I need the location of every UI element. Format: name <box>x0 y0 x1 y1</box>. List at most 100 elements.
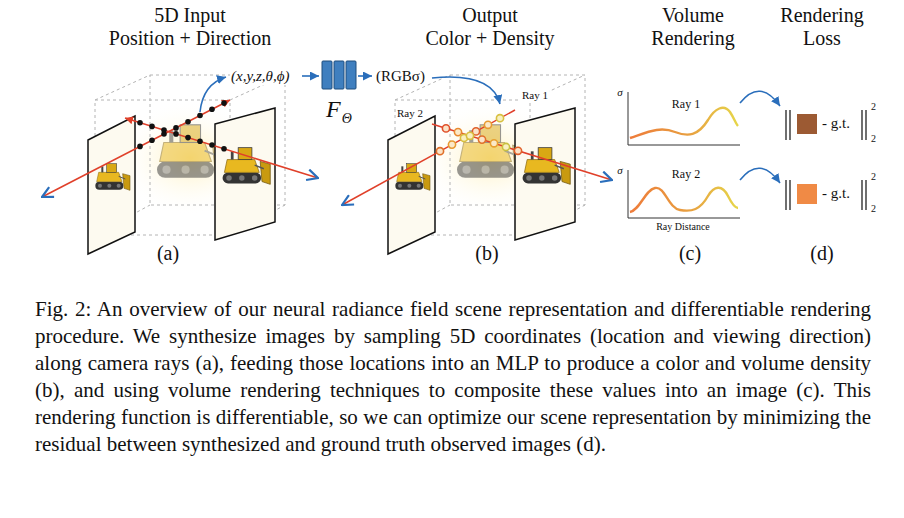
flow-arrows <box>200 76 780 183</box>
colored-samples-b <box>454 129 461 136</box>
axis-label: σ <box>617 86 622 99</box>
loss-norms <box>785 180 786 210</box>
loss-norms <box>861 110 862 140</box>
panel-heading: Volume <box>662 4 724 27</box>
loss-norms <box>789 110 790 140</box>
loss-norms <box>785 110 786 140</box>
mlp-layer <box>322 61 332 89</box>
function-symbol: F <box>326 96 341 122</box>
ground-truth-term: - g.t. <box>822 185 850 202</box>
colored-samples-b <box>514 147 521 154</box>
panel-heading: Loss <box>803 27 841 50</box>
camera-rays-a <box>125 118 318 178</box>
sample-points-a <box>221 100 227 106</box>
panel-heading: Position + Direction <box>109 27 271 50</box>
mlp-layers <box>319 58 359 90</box>
loss-norms <box>861 180 862 210</box>
colored-samples-b <box>442 125 449 132</box>
sample-points-a <box>221 146 227 152</box>
colored-samples-b <box>436 115 521 155</box>
sample-points-a <box>137 100 227 151</box>
flow-arrows <box>302 75 319 77</box>
sample-points-a <box>197 139 203 145</box>
sample-points-a <box>137 120 143 126</box>
panel-heading: Rendering <box>651 27 734 50</box>
norm-subscript: 2 <box>871 203 876 215</box>
panel-b-scene <box>388 75 585 254</box>
sample-points-a <box>173 131 179 137</box>
colored-samples-b <box>478 136 485 143</box>
density-plots <box>628 92 740 218</box>
output-values: (RGBσ) <box>375 68 426 85</box>
flow-arrows <box>432 77 500 104</box>
flow-arrows <box>358 75 372 77</box>
rendered-color-swatch <box>797 114 817 134</box>
curve-label: Ray 2 <box>672 168 700 182</box>
density-plots <box>628 145 740 146</box>
ray-label: Ray 1 <box>521 89 549 102</box>
camera-rays-b <box>342 110 515 205</box>
panel-heading: Color + Density <box>425 27 554 50</box>
panel-letter: (b) <box>475 242 498 265</box>
loss-norms <box>865 110 866 140</box>
figure-caption: Fig. 2: An overview of our neural radian… <box>35 296 871 458</box>
sample-points-a <box>209 107 215 113</box>
sample-points-a <box>161 127 167 133</box>
panel-letter: (d) <box>810 242 833 265</box>
flow-arrows <box>740 91 780 106</box>
sample-points-a <box>185 119 191 125</box>
loss-norms <box>789 180 790 210</box>
mlp-layer <box>334 61 344 89</box>
panel-heading: Rendering <box>780 4 863 27</box>
sample-points-a <box>209 142 215 148</box>
panel-letter: (a) <box>157 242 179 265</box>
colored-samples-b <box>490 140 497 147</box>
mlp-network: FΘ <box>317 58 361 126</box>
panel-b-scene <box>388 75 585 254</box>
colored-samples-b <box>448 141 455 148</box>
camera-rays-a <box>42 100 230 197</box>
flow-arrows <box>200 77 226 112</box>
sample-points-a <box>185 135 191 141</box>
colored-samples-b <box>496 115 503 122</box>
sample-points-a <box>149 137 155 143</box>
colored-samples-b <box>502 143 509 150</box>
panel-a-scene <box>88 75 285 254</box>
network-name: FΘ <box>317 96 361 126</box>
sample-points-a <box>137 144 143 150</box>
ray-label: Ray 2 <box>396 107 424 120</box>
colored-samples-b <box>466 132 473 139</box>
input-coordinates: (x,y,z,θ,ϕ) <box>230 68 290 85</box>
colored-samples-b <box>484 121 491 128</box>
curve-label: Ray 1 <box>672 98 700 112</box>
norm-exponent: 2 <box>871 101 876 113</box>
density-plots <box>628 218 740 219</box>
loss-norms <box>786 110 866 210</box>
rendered-color-swatch <box>797 114 817 204</box>
axis-label: σ <box>617 164 622 177</box>
density-plots <box>630 108 738 138</box>
sample-points-a <box>173 125 179 131</box>
camera-rays-b <box>432 124 612 180</box>
panel-heading: Output <box>462 4 518 27</box>
norm-exponent: 2 <box>871 171 876 183</box>
loss-norms <box>865 180 866 210</box>
density-plots <box>628 170 629 218</box>
density-plots <box>628 92 629 145</box>
norm-subscript: 2 <box>871 133 876 145</box>
flow-arrows <box>740 168 780 183</box>
sample-points-a <box>149 124 155 130</box>
sample-points-a <box>197 113 203 119</box>
density-plots <box>630 188 738 212</box>
function-subscript: Θ <box>341 111 352 126</box>
panel-a-scene <box>88 75 285 254</box>
camera-rays-b <box>342 110 612 205</box>
ground-truth-term: - g.t. <box>822 115 850 132</box>
panel-heading: 5D Input <box>154 4 226 27</box>
colored-samples-b <box>436 148 443 155</box>
panel-letter: (c) <box>679 242 701 265</box>
rendered-color-swatch <box>797 184 817 204</box>
camera-rays-a <box>42 100 318 197</box>
density-plots <box>628 92 740 218</box>
